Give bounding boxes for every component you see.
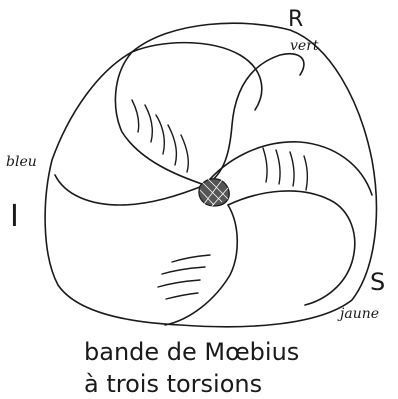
left-lobe-inner-edge [165,205,237,325]
outer-band-edge [45,23,376,327]
caption-line-1: bande de Mœbius [84,338,299,366]
upper-lobe-inner-edge [132,43,262,110]
vertex-label-s: S [370,268,385,296]
right-lobe-hatching [263,148,307,190]
left-lobe-hatching [158,255,210,299]
center-crossing-shade [199,179,229,206]
upper-lobe-edge [115,52,303,185]
upper-lobe-hatching [132,100,188,172]
right-lobe-inner-edge [228,191,355,305]
vertex-label-r: R [288,7,303,32]
right-lobe-edge [205,142,372,195]
caption-line-2: à trois torsions [84,370,262,398]
color-label-vert: vert [290,38,319,54]
color-label-bleu: bleu [6,154,37,170]
vertex-label-i: I [10,199,19,234]
color-label-jaune: jaune [337,306,379,322]
left-lobe-edge [55,175,205,205]
